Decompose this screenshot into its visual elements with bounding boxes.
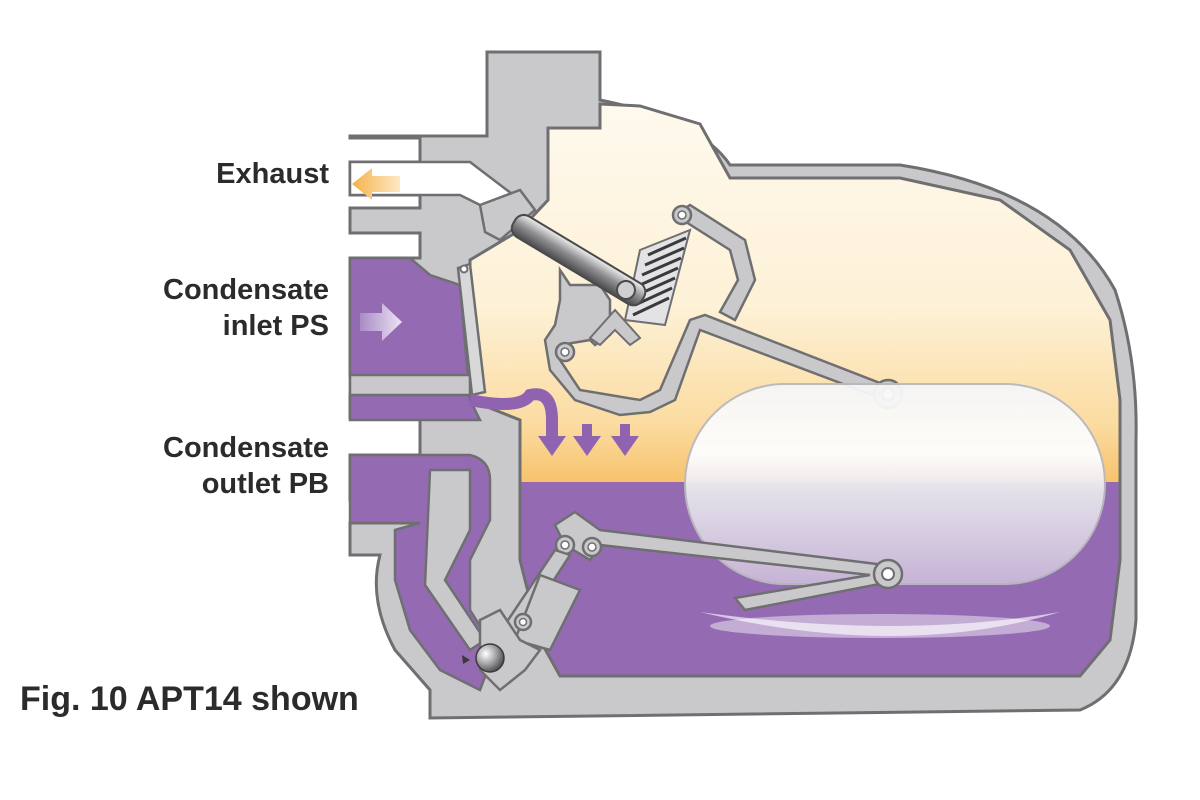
float-arm-lower-pivot-hole <box>881 567 895 581</box>
snap-link-pivot-hole <box>677 210 687 220</box>
inlet-label-line2: inlet PS <box>222 310 329 342</box>
lower-linkage-pivot-hole <box>518 617 528 627</box>
outlet-label-line2: outlet PB <box>201 468 329 500</box>
snap-link-arm <box>672 203 757 322</box>
lower-link-pivot-a-hole <box>560 540 570 550</box>
condensate-outlet-label: Condensate outlet PB <box>163 430 329 502</box>
flow-arrow-head-2 <box>573 436 601 456</box>
exhaust-valve-rod <box>510 213 647 307</box>
inlet-flow-curve <box>468 388 558 438</box>
exhaust-arrow-icon <box>352 168 400 200</box>
exhaust-label-text: Exhaust <box>216 158 329 190</box>
mechanism-pivot-block <box>588 308 642 347</box>
rod-end-pivot <box>616 280 636 300</box>
inlet-label-line1: Condensate <box>163 274 329 306</box>
flow-arrow-shaft-3 <box>620 424 630 438</box>
flow-arrow-shaft-2 <box>582 424 592 438</box>
float-reflection <box>700 612 1060 636</box>
flow-arrow-head-3 <box>611 436 639 456</box>
lower-link-pivot-b-hole <box>587 542 597 552</box>
inlet-arrow-icon <box>360 303 402 341</box>
ball-valve-seat-mark <box>462 655 470 664</box>
mechanism-lower-pivot-hole <box>560 347 570 357</box>
float-reflection-glow <box>710 614 1050 638</box>
exhaust-label: Exhaust <box>216 156 329 192</box>
flow-arrow-head-1 <box>538 436 566 456</box>
figure-caption: Fig. 10 APT14 shown <box>20 680 359 718</box>
outlet-channel-wall <box>423 468 487 652</box>
inlet-valve-pivot <box>459 264 469 274</box>
condensate-inlet-label: Condensate inlet PS <box>163 272 329 344</box>
ball-valve <box>475 643 505 673</box>
inlet-divider-rib <box>348 373 472 397</box>
outlet-label-line1: Condensate <box>163 432 329 464</box>
lower-float-arm <box>553 510 892 612</box>
